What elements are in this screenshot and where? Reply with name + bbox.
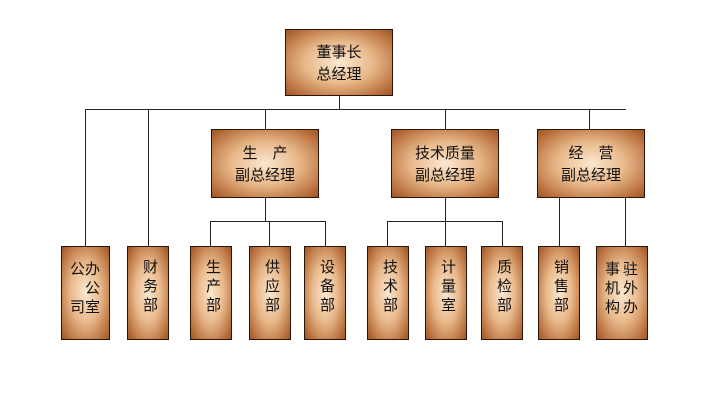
equipment-dept-label: 设备部	[318, 259, 336, 316]
connector-vp-tech-drop	[445, 109, 446, 129]
office-label-col-left: 公 司	[68, 261, 86, 318]
production-dept-label: 生产部	[204, 259, 222, 316]
sales-dept-box: 销售部	[538, 246, 580, 340]
connector-qc-drop	[502, 221, 503, 246]
connector-production-stem	[265, 198, 266, 221]
general-manager-title: 总经理	[316, 64, 362, 83]
vp-production-box: 生 产 副总经理	[211, 129, 319, 198]
tech-dept-box: 技术部	[367, 246, 409, 340]
connector-office-drop	[85, 109, 86, 246]
connector-production-dept-drop	[210, 221, 211, 246]
sales-dept-label: 销售部	[552, 259, 570, 316]
connector-equipment-drop	[325, 221, 326, 246]
connector-metrology-drop	[445, 221, 446, 246]
connector-remote-drop	[625, 198, 626, 246]
office-box: 办公室 公 司	[61, 246, 110, 340]
vp-production-line2: 副总经理	[234, 165, 295, 184]
vp-production-line1: 生 产	[242, 143, 288, 162]
connector-tech-dept-drop	[387, 221, 388, 246]
connector-supply-drop	[269, 221, 270, 246]
chairman-box: 董事长 总经理	[285, 29, 393, 96]
tech-dept-label: 技术部	[381, 259, 399, 316]
vp-tech-quality-line2: 副总经理	[414, 165, 475, 184]
connector-vp-business-drop	[589, 109, 590, 129]
metrology-room-box: 计量室	[425, 246, 467, 340]
connector-top-down	[339, 96, 340, 109]
connector-production-bus	[210, 221, 326, 222]
quality-inspection-box: 质检部	[481, 246, 523, 340]
vp-business-box: 经 营 副总经理	[537, 129, 645, 198]
metrology-room-label: 计量室	[439, 259, 457, 316]
production-dept-box: 生产部	[190, 246, 232, 340]
finance-box: 财务部	[127, 246, 169, 340]
supply-dept-box: 供应部	[249, 246, 291, 340]
vp-tech-quality-line1: 技术质量	[414, 143, 475, 162]
connector-main-bus	[85, 109, 626, 110]
equipment-dept-box: 设备部	[304, 246, 346, 340]
vp-business-line2: 副总经理	[560, 165, 621, 184]
connector-tech-stem	[445, 198, 446, 221]
chairman-title: 董事长	[316, 42, 362, 61]
remote-office-col-right: 驻外办	[621, 261, 639, 318]
vp-tech-quality-box: 技术质量 副总经理	[391, 129, 499, 198]
connector-sales-drop	[559, 198, 560, 246]
remote-office-box: 驻外办 事机构	[596, 246, 648, 340]
supply-dept-label: 供应部	[263, 259, 281, 316]
vp-business-line1: 经 营	[568, 143, 614, 162]
connector-finance-drop	[148, 109, 149, 246]
remote-office-col-left: 事机构	[603, 261, 621, 318]
office-label-col-right: 办公室	[83, 261, 101, 318]
finance-label: 财务部	[141, 259, 159, 316]
quality-inspection-label: 质检部	[495, 259, 513, 316]
connector-vp-production-drop	[265, 109, 266, 129]
